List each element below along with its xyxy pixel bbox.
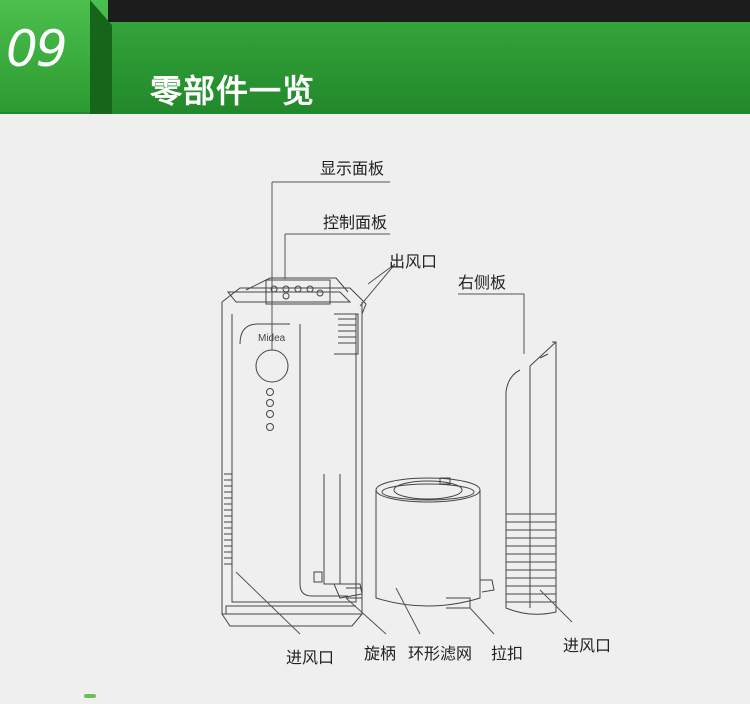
label-pull-buckle: 拉扣	[491, 644, 524, 663]
badge-fold-shadow	[90, 0, 112, 114]
purifier-body-drawing	[221, 277, 367, 627]
label-display-panel: 显示面板	[320, 159, 385, 178]
label-air-outlet: 出风口	[389, 252, 438, 271]
control-panel-buttons	[270, 285, 324, 300]
label-right-side-panel: 右侧板	[458, 273, 507, 292]
label-air-inlet-right: 进风口	[563, 636, 612, 655]
section-number: 09	[6, 20, 68, 78]
section-title: 零部件一览	[150, 72, 316, 110]
top-strip	[0, 0, 750, 22]
label-control-panel: 控制面板	[323, 213, 388, 232]
label-knob: 旋柄	[364, 644, 397, 663]
label-air-inlet-left: 进风口	[286, 648, 335, 667]
leader-lines	[235, 181, 573, 635]
right-side-panel-drawing	[505, 341, 557, 615]
parts-diagram: Midea	[221, 181, 573, 635]
section-banner: 零部件一览	[0, 22, 750, 114]
display-dial	[255, 349, 289, 383]
ring-filter-drawing	[346, 477, 495, 609]
label-ring-filter: 环形滤网	[408, 644, 473, 663]
bottom-accent-mark	[84, 694, 96, 698]
